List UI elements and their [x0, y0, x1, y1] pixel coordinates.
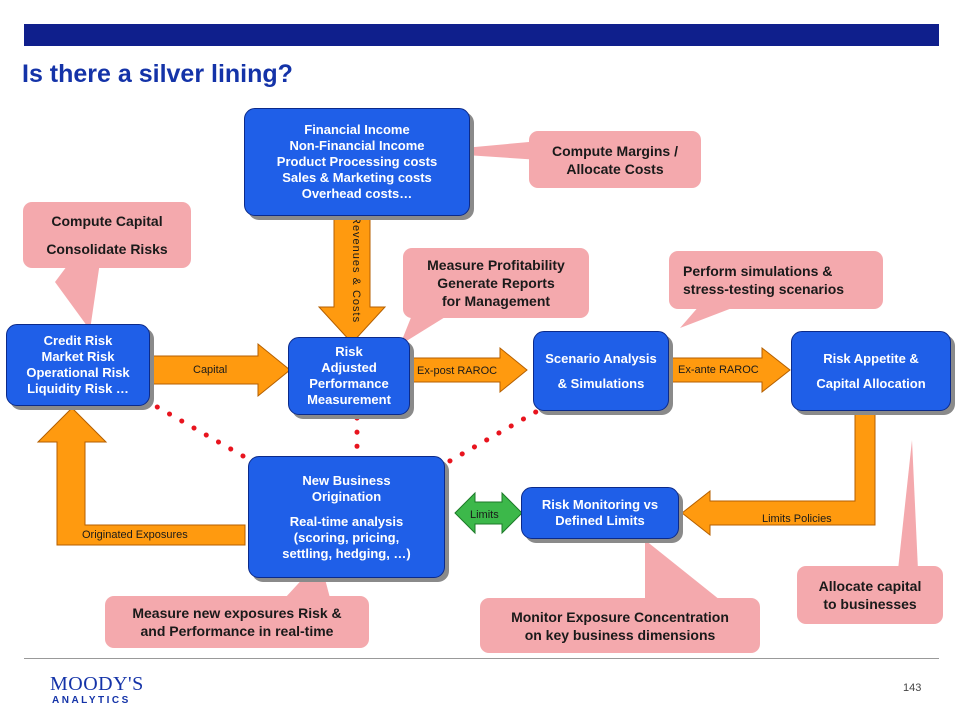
box-line: Product Processing costs [276, 154, 438, 169]
label-ex-post-raroc: Ex-post RAROC [417, 365, 498, 377]
page-title: Is there a silver lining? [22, 60, 293, 88]
box-rapm: Risk Adjusted Performance Measurement [288, 337, 410, 415]
callout-line: to businesses [823, 596, 917, 612]
callout-line: stress-testing scenarios [683, 281, 845, 297]
label-ex-ante-raroc: Ex-ante RAROC [678, 364, 759, 376]
dotted-link-scenario-to-newbiz [445, 402, 551, 465]
arrow-ex-post [412, 346, 528, 394]
box-line: settling, hedging, …) [282, 545, 411, 561]
box-new-business: New Business Origination Real-time analy… [248, 456, 445, 578]
arrow-revenues-costs [317, 213, 387, 344]
box-risk-monitoring: Risk Monitoring vs Defined Limits [521, 487, 679, 539]
callout-perform-simulations: Perform simulations & stress-testing sce… [669, 251, 883, 309]
box-line: Measurement [307, 392, 391, 407]
box-line: Defined Limits [555, 513, 645, 528]
callout-line: Perform simulations & [683, 263, 833, 279]
footer-divider [24, 658, 939, 659]
box-line: Overhead costs… [301, 186, 413, 201]
callout-line: Allocate capital [818, 578, 922, 594]
arrow-originated-exposures [36, 407, 246, 546]
callout-measure-new-exposures: Measure new exposures Risk & and Perform… [105, 596, 369, 648]
arrow-capital [151, 342, 291, 398]
callout-line: Generate Reports [437, 275, 555, 291]
moodys-logo: MOODY'S [50, 673, 144, 695]
label-limits-policies: Limits Policies [762, 513, 832, 525]
box-scenario-analysis: Scenario Analysis & Simulations [533, 331, 669, 411]
box-line: Liquidity Risk … [27, 381, 129, 396]
box-line: Performance [309, 376, 389, 391]
callout-compute-margins: Compute Margins / Allocate Costs [529, 131, 701, 188]
box-risk-appetite: Risk Appetite & Capital Allocation [791, 331, 951, 411]
label-capital: Capital [193, 364, 228, 376]
callout-line: Compute Margins / [551, 142, 678, 159]
callout-allocate-capital: Allocate capital to businesses [797, 566, 943, 624]
callout-line: on key business dimensions [524, 626, 716, 643]
box-risk-types: Credit Risk Market Risk Operational Risk… [6, 324, 150, 406]
box-line: New Business [302, 472, 391, 488]
box-line: Capital Allocation [816, 375, 926, 391]
callout-compute-capital: Compute Capital Consolidate Risks [23, 202, 191, 268]
box-line: Sales & Marketing costs [282, 170, 432, 185]
box-line: Financial Income [304, 122, 410, 137]
page-number: 143 [903, 682, 922, 694]
callout-tail-perform-simulations [680, 305, 740, 328]
box-line: Scenario Analysis [545, 350, 657, 366]
box-line: Risk [335, 344, 363, 359]
callout-line: and Performance in real-time [140, 623, 334, 639]
box-line: (scoring, pricing, [293, 529, 400, 545]
box-line: Real-time analysis [289, 513, 404, 529]
dotted-link-credit-to-newbiz [142, 397, 253, 463]
box-financial-income: Financial Income Non-Financial Income Pr… [244, 108, 470, 216]
header-bar [24, 24, 939, 46]
callout-tail-monitor-exposure [645, 540, 720, 600]
box-line: Risk Appetite & [823, 350, 919, 366]
callout-line: Measure Profitability [427, 257, 565, 273]
box-line: Adjusted [321, 360, 377, 375]
callout-tail-compute-margins [420, 141, 540, 160]
callout-line: for Management [441, 293, 551, 309]
analytics-logo-text: ANALYTICS [52, 695, 131, 706]
callout-line: Allocate Costs [566, 160, 664, 177]
box-line: Non-Financial Income [289, 138, 425, 153]
box-line: Market Risk [41, 349, 115, 364]
label-revenues-costs: Revenues & Costs [350, 216, 362, 324]
box-line: Operational Risk [26, 365, 130, 380]
box-line: Risk Monitoring vs [541, 497, 659, 512]
box-line: Origination [311, 488, 382, 504]
label-originated-exposures: Originated Exposures [82, 529, 188, 541]
label-limits: Limits [470, 509, 499, 521]
box-line: Credit Risk [43, 333, 113, 348]
arrow-ex-ante [671, 346, 791, 394]
callout-line: Monitor Exposure Concentration [511, 608, 729, 625]
callout-measure-profitability: Measure Profitability Generate Reports f… [403, 248, 589, 318]
callout-line: Measure new exposures Risk & [132, 605, 342, 621]
callout-monitor-exposure: Monitor Exposure Concentration on key bu… [480, 598, 760, 653]
box-line: & Simulations [557, 375, 645, 391]
callout-line: Consolidate Risks [46, 241, 168, 257]
arrow-limits-policies [681, 409, 876, 537]
callout-tail-compute-capital [55, 262, 100, 330]
callout-tail-allocate-capital [898, 440, 918, 570]
callout-line: Compute Capital [51, 213, 163, 229]
